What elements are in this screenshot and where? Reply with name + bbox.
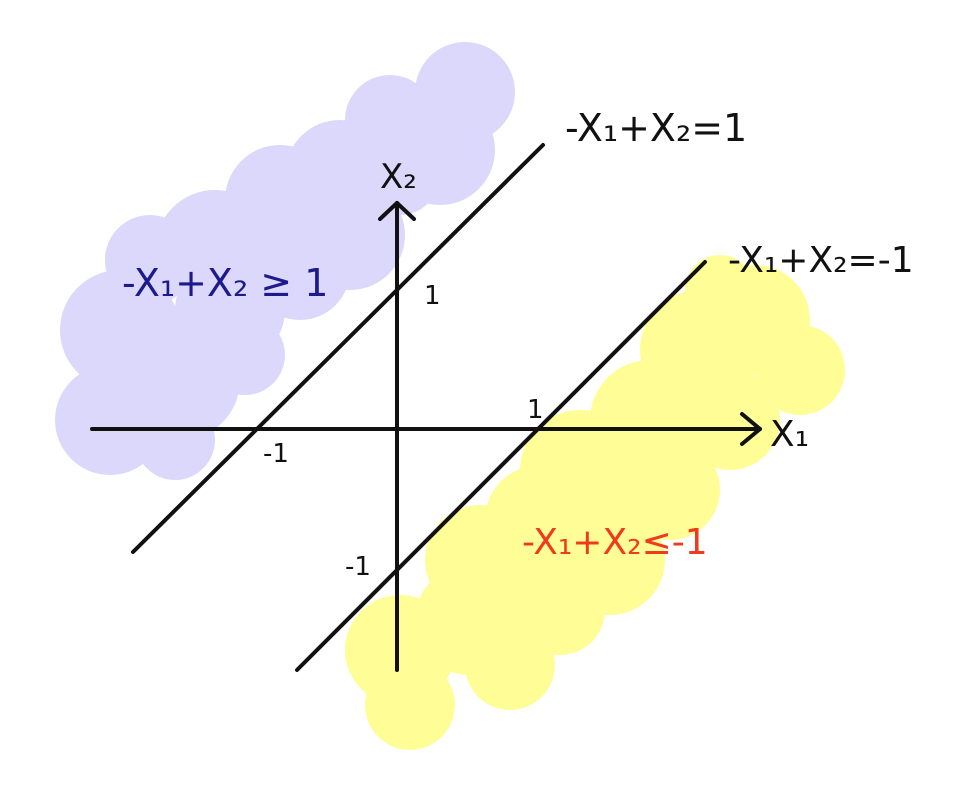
tick-y-neg: -1 (345, 552, 371, 582)
line-lower-boundary (295, 260, 707, 672)
y-axis-label: X₂ (380, 157, 417, 197)
tick-y-pos: 1 (424, 281, 441, 311)
region-lower-highlight (345, 255, 845, 750)
axes (90, 201, 762, 672)
line-upper-boundary (131, 143, 545, 554)
x-axis-label: X₁ (770, 414, 809, 455)
tick-x-pos: 1 (527, 395, 544, 425)
inequality-lower-region: -X₁+X₂≤-1 (522, 522, 708, 563)
tick-x-neg: -1 (263, 439, 289, 469)
equation-lower-line: -X₁+X₂=-1 (728, 240, 914, 281)
x-axis-arrowhead (740, 412, 762, 446)
inequality-upper-region: -X₁+X₂ ≥ 1 (122, 261, 328, 305)
equation-upper-line: -X₁+X₂=1 (565, 106, 747, 150)
y-axis-arrowhead (378, 201, 416, 221)
region-upper-highlight (55, 42, 515, 480)
